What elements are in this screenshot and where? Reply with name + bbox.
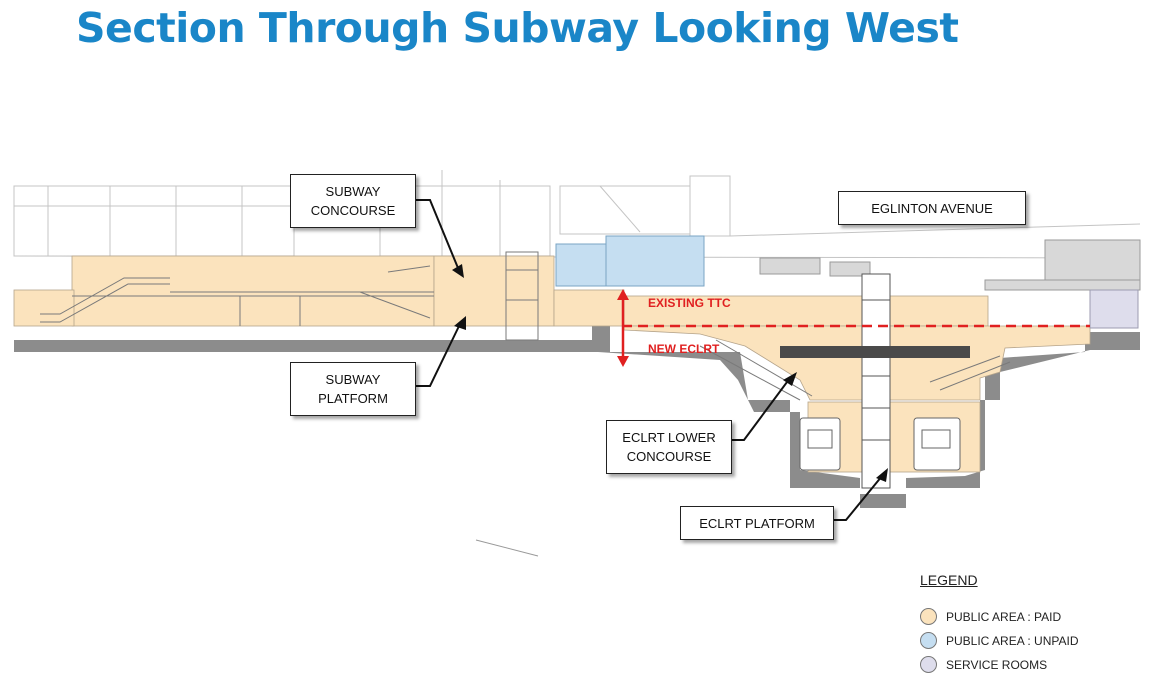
eclrt-lower-concourse-callout: ECLRT LOWER CONCOURSE bbox=[606, 420, 732, 474]
eclrt-train-left bbox=[799, 417, 841, 471]
service-room-regions bbox=[1089, 289, 1139, 329]
existing-ttc-label: EXISTING TTC bbox=[648, 296, 731, 310]
subway-concourse-callout: SUBWAY CONCOURSE bbox=[290, 174, 416, 228]
subway-platform-callout: SUBWAY PLATFORM bbox=[290, 362, 416, 416]
paid-swatch-icon bbox=[920, 608, 937, 625]
elevator-shaft bbox=[861, 273, 891, 489]
eclrt-train-right bbox=[913, 417, 961, 471]
callout-leaders bbox=[414, 199, 888, 521]
page-title: Section Through Subway Looking West bbox=[76, 4, 959, 52]
legend-label-paid: PUBLIC AREA : PAID bbox=[946, 609, 1062, 624]
subway-platform-line2: PLATFORM bbox=[318, 391, 388, 406]
level-arrow bbox=[617, 289, 629, 367]
legend-item-paid: PUBLIC AREA : PAID bbox=[920, 608, 1061, 625]
structural-slabs bbox=[14, 326, 1140, 508]
eclrt-lower-concourse-line1: ECLRT LOWER bbox=[622, 430, 716, 445]
eclrt-platform-callout: ECLRT PLATFORM bbox=[680, 506, 834, 540]
eglinton-avenue-label: EGLINTON AVENUE bbox=[871, 200, 993, 216]
eglinton-avenue-callout: EGLINTON AVENUE bbox=[838, 191, 1026, 225]
interior-linework bbox=[40, 251, 1011, 401]
legend-item-unpaid: PUBLIC AREA : UNPAID bbox=[920, 632, 1079, 649]
legend-item-service: SERVICE ROOMS bbox=[920, 656, 1047, 673]
concourse-railing bbox=[780, 346, 970, 358]
subway-concourse-line2: CONCOURSE bbox=[310, 203, 396, 218]
sketch-line bbox=[475, 539, 539, 557]
legend-label-service: SERVICE ROOMS bbox=[946, 657, 1048, 672]
service-swatch-icon bbox=[920, 656, 937, 673]
subway-concourse-line1: SUBWAY bbox=[325, 184, 381, 199]
legend-label-unpaid: PUBLIC AREA : UNPAID bbox=[946, 633, 1079, 648]
legend-title: LEGEND bbox=[920, 572, 978, 588]
eclrt-platform-label: ECLRT PLATFORM bbox=[699, 515, 815, 531]
new-eclrt-label: NEW ECLRT bbox=[648, 342, 720, 356]
street-level-structure bbox=[759, 239, 1141, 291]
eclrt-lower-concourse-line2: CONCOURSE bbox=[626, 449, 712, 464]
unpaid-area-regions bbox=[555, 235, 705, 287]
subway-platform-line1: SUBWAY bbox=[325, 372, 381, 387]
unpaid-swatch-icon bbox=[920, 632, 937, 649]
